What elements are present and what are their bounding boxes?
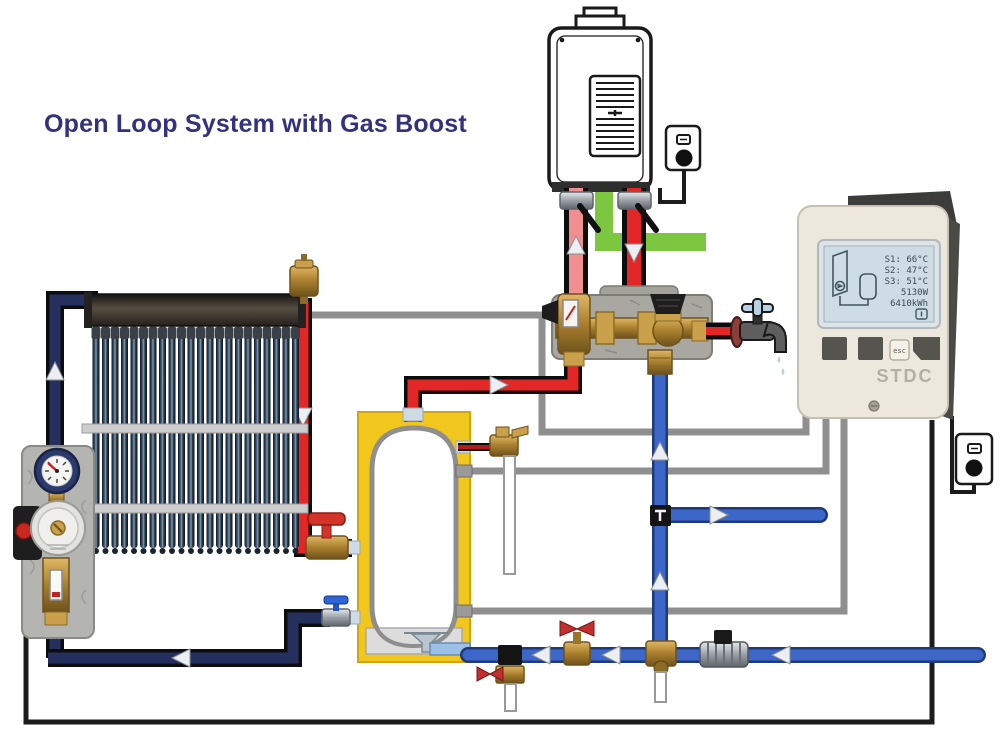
cold-inlet-stub xyxy=(647,349,673,375)
stdc-controller: S1: 66°C S2: 47°C S3: 51°C 5130W 6410kWh… xyxy=(797,191,960,420)
flow-arrow-down xyxy=(624,243,644,264)
gas-line xyxy=(595,186,706,251)
collector-rail-lower xyxy=(81,503,309,514)
flow-arrow-up xyxy=(566,234,586,255)
heater-vent-grille xyxy=(588,74,642,158)
flow-arrow-up xyxy=(650,440,670,461)
power-plug xyxy=(965,459,983,477)
branch-tee-fitting xyxy=(650,505,671,526)
button-2 xyxy=(858,337,883,360)
flow-arrow-up xyxy=(45,360,65,381)
solar-collector xyxy=(81,254,319,554)
collector-manifold xyxy=(85,293,305,327)
valve-lever xyxy=(635,203,659,233)
red-button xyxy=(15,522,33,540)
diagram-title: Open Loop System with Gas Boost xyxy=(44,110,467,138)
reading-s2: S2: 47°C xyxy=(885,266,928,276)
button-set xyxy=(913,337,940,360)
esc-label: esc xyxy=(893,347,906,355)
reading-energy: 6410kWh xyxy=(890,299,928,309)
collector-tubes xyxy=(91,326,300,554)
reading-s1: S1: 66°C xyxy=(885,255,928,265)
electrical-outlet-heater xyxy=(664,124,702,172)
faucet-handle xyxy=(741,298,774,317)
flow-arrow-left xyxy=(530,645,551,665)
air-vent-valve xyxy=(289,254,319,304)
pump-power-cable xyxy=(23,420,935,725)
valve-lever xyxy=(577,203,601,233)
check-valve-unit xyxy=(542,293,591,367)
collector-rail-upper xyxy=(81,423,309,434)
black-cap xyxy=(650,294,686,314)
tank-outlet-valve xyxy=(321,595,351,627)
black-knob xyxy=(542,300,558,324)
water-drips xyxy=(777,356,785,375)
reading-power: 5130W xyxy=(901,288,929,298)
boiler-drain-valve xyxy=(476,645,525,712)
gate-valve xyxy=(559,620,595,666)
flow-arrow-right xyxy=(489,375,510,395)
sensor-wire-s2-tank-upper xyxy=(460,414,830,475)
faucet xyxy=(730,298,787,375)
flow-arrow-right xyxy=(709,505,730,525)
tempering-valve xyxy=(650,294,709,347)
red-tee-handle xyxy=(307,512,346,526)
button-1 xyxy=(822,337,847,360)
controller-brand: STDC xyxy=(877,366,934,386)
drain-pipe xyxy=(654,671,667,703)
relief-tee xyxy=(645,640,677,703)
heater-bottom-strip xyxy=(552,182,650,192)
gas-heater xyxy=(547,6,653,192)
screen-readings: S1: 66°C S2: 47°C S3: 51°C 5130W 6410kWh xyxy=(885,255,929,309)
tank-port-sensor-lower xyxy=(455,604,473,618)
screen-schematic xyxy=(832,249,877,306)
red-handwheel xyxy=(476,666,504,682)
tank-top-collar xyxy=(402,407,424,422)
relief-drain-pipe xyxy=(503,455,516,575)
reading-s3: S3: 51°C xyxy=(885,277,928,287)
info-icon xyxy=(915,308,928,320)
flow-arrow-left xyxy=(600,645,621,665)
tank-inlet-valve-hot xyxy=(305,512,349,560)
flow-arrow-left xyxy=(170,648,191,668)
electrical-outlet-controller xyxy=(954,432,994,486)
mixing-valve-assembly xyxy=(542,285,713,375)
check-valve xyxy=(699,630,749,668)
faucet-spout xyxy=(762,320,787,353)
cold-branch-pipe xyxy=(658,505,828,525)
red-handwheel xyxy=(559,620,595,637)
storage-tank xyxy=(345,411,473,663)
sensor-wire-s1-collector xyxy=(312,311,810,436)
flow-arrow-left xyxy=(770,645,791,665)
heater-power-cord xyxy=(658,164,686,204)
drain-pipe xyxy=(504,683,517,712)
power-plug xyxy=(675,149,693,167)
blue-tee-handle xyxy=(323,595,349,605)
flow-arrow-up xyxy=(650,570,670,591)
tp-relief-valve xyxy=(458,425,529,575)
circulation-pump xyxy=(30,500,86,556)
sensor-wire-s3-tank-lower xyxy=(460,414,848,615)
controller-screen xyxy=(823,245,935,323)
solar-return-pipe-bottom xyxy=(48,609,330,668)
tank-vessel xyxy=(369,425,459,649)
esc-button xyxy=(889,339,910,361)
controller-buttons: esc xyxy=(822,337,940,361)
pump-station xyxy=(13,445,95,639)
pressure-gauge xyxy=(33,447,81,495)
tank-port-sensor-upper xyxy=(455,464,473,478)
flow-meter xyxy=(42,557,70,626)
isolation-valve-inlet xyxy=(559,191,601,233)
isolation-valve-outlet xyxy=(617,191,659,233)
